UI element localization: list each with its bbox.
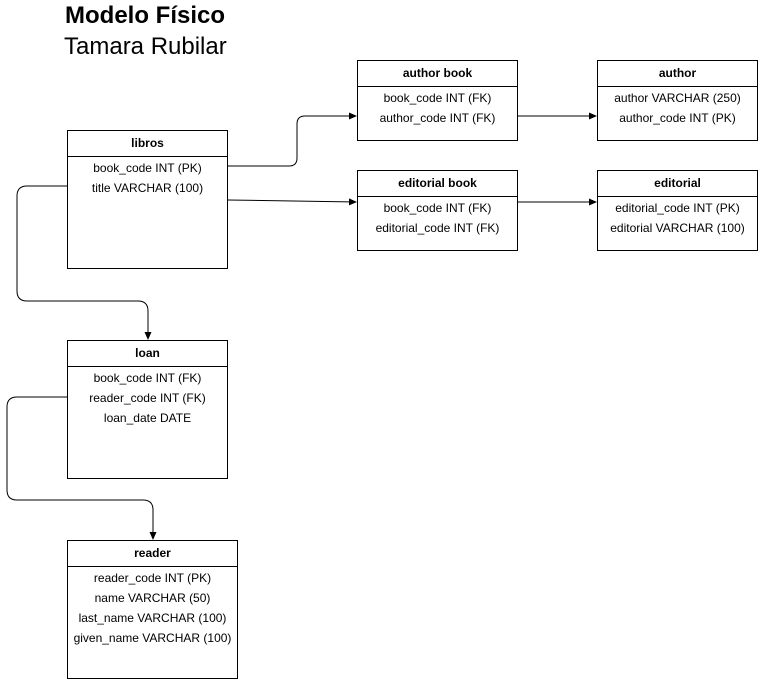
diagram-author: Tamara Rubilar <box>64 33 227 60</box>
field-editorial-book-editorial-code: editorial_code INT (FK) <box>375 221 500 235</box>
entity-author-book-fields: book_code INT (FK) author_code INT (FK) <box>358 87 517 128</box>
field-loan-reader-code: reader_code INT (FK) <box>89 391 206 405</box>
entity-libros[interactable]: libros book_code INT (PK) title VARCHAR … <box>67 130 228 269</box>
field-author-author: author VARCHAR (250) <box>614 91 741 105</box>
field-libros-title: title VARCHAR (100) <box>91 181 204 195</box>
entity-author-fields: author VARCHAR (250) author_code INT (PK… <box>598 87 757 128</box>
field-author-author-code: author_code INT (PK) <box>619 111 736 125</box>
field-loan-loan-date: loan_date DATE <box>103 411 192 425</box>
field-reader-name: name VARCHAR (50) <box>94 591 211 605</box>
diagram-title: Modelo Físico <box>65 2 226 29</box>
entity-editorial-fields: editorial_code INT (PK) editorial VARCHA… <box>598 197 757 238</box>
field-reader-last-name: last_name VARCHAR (100) <box>78 611 227 625</box>
connector-libros-loan <box>16 185 152 340</box>
entity-editorial-name: editorial <box>598 171 757 197</box>
field-loan-book-code: book_code INT (FK) <box>93 371 202 385</box>
field-author-book-author-code: author_code INT (FK) <box>379 111 496 125</box>
entity-editorial-book[interactable]: editorial book book_code INT (FK) editor… <box>357 170 518 251</box>
entity-loan[interactable]: loan book_code INT (FK) reader_code INT … <box>67 340 228 479</box>
connector-loan-reader <box>6 396 157 540</box>
entity-author[interactable]: author author VARCHAR (250) author_code … <box>597 60 758 141</box>
entity-editorial[interactable]: editorial editorial_code INT (PK) editor… <box>597 170 758 251</box>
field-editorial-book-book-code: book_code INT (FK) <box>383 201 492 215</box>
entity-reader-fields: reader_code INT (PK) name VARCHAR (50) l… <box>68 567 237 648</box>
entity-loan-fields: book_code INT (FK) reader_code INT (FK) … <box>68 367 227 428</box>
entity-reader-name: reader <box>68 541 237 567</box>
field-libros-book-code: book_code INT (PK) <box>93 161 202 175</box>
connector-libros-editorial-book <box>227 198 357 206</box>
entity-loan-name: loan <box>68 341 227 367</box>
entity-author-name: author <box>598 61 757 87</box>
field-reader-given-name: given_name VARCHAR (100) <box>73 631 232 645</box>
field-editorial-editorial: editorial VARCHAR (100) <box>610 221 745 235</box>
field-author-book-book-code: book_code INT (FK) <box>383 91 492 105</box>
entity-libros-fields: book_code INT (PK) title VARCHAR (100) <box>68 157 227 198</box>
field-editorial-editorial-code: editorial_code INT (PK) <box>615 201 740 215</box>
entity-editorial-book-fields: book_code INT (FK) editorial_code INT (F… <box>358 197 517 238</box>
entity-author-book-name: author book <box>358 61 517 87</box>
entity-reader[interactable]: reader reader_code INT (PK) name VARCHAR… <box>67 540 238 679</box>
entity-libros-name: libros <box>68 131 227 157</box>
connector-libros-author-book <box>228 112 357 167</box>
field-reader-reader-code: reader_code INT (PK) <box>93 571 212 585</box>
entity-editorial-book-name: editorial book <box>358 171 517 197</box>
entity-author-book[interactable]: author book book_code INT (FK) author_co… <box>357 60 518 141</box>
